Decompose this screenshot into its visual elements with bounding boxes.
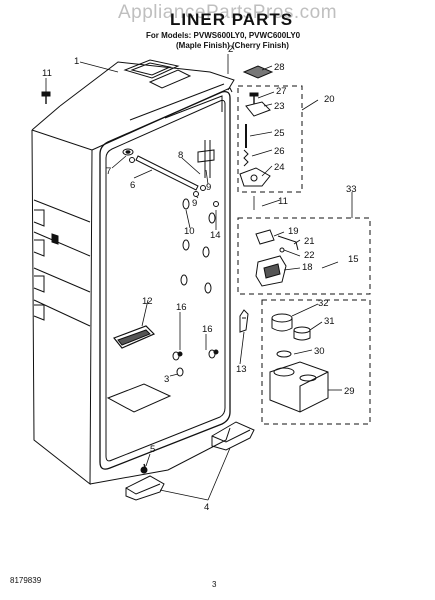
callout-16b: 16 [202, 324, 213, 335]
callout-19: 19 [288, 226, 299, 237]
callout-33: 33 [346, 184, 357, 195]
assembly-33-box [237, 217, 371, 425]
models-line: For Models: PVWS600LY0, PVWC600LY0 [146, 31, 301, 40]
callout-11b: 11 [278, 196, 288, 207]
callout-20: 20 [324, 94, 335, 105]
bracket-4-left [125, 475, 165, 501]
callout-16a: 16 [176, 302, 187, 313]
page-number: 3 [212, 580, 217, 589]
watermark: AppliancePartsPros.com [118, 2, 338, 23]
callout-31: 31 [324, 316, 335, 327]
leader-lines [45, 54, 353, 501]
screw-11-icon [41, 91, 51, 104]
callout-23: 23 [274, 101, 285, 112]
document-number: 8179839 [10, 576, 42, 585]
callout-5: 5 [150, 444, 155, 455]
assembly-20-box [237, 65, 303, 193]
callout-9a: 9 [206, 182, 211, 193]
callout-11a: 11 [42, 68, 52, 79]
callout-9b: 9 [192, 198, 197, 209]
callout-29: 29 [344, 386, 355, 397]
callout-3: 3 [164, 374, 169, 385]
callout-1: 1 [74, 56, 79, 67]
bracket-13-icon [239, 309, 249, 333]
callout-2: 2 [228, 44, 233, 55]
callout-25: 25 [274, 128, 285, 139]
callout-13: 13 [236, 364, 247, 375]
callout-7: 7 [106, 166, 111, 177]
liner-cabinet [31, 59, 235, 486]
callout-24: 24 [274, 162, 285, 173]
callout-8: 8 [178, 150, 183, 161]
callout-18: 18 [302, 262, 313, 273]
callout-30: 30 [314, 346, 325, 357]
bracket-4-right [211, 421, 255, 451]
callout-32: 32 [318, 298, 329, 309]
callout-15: 15 [348, 254, 359, 265]
callout-21: 21 [304, 236, 315, 247]
callout-4: 4 [204, 502, 209, 513]
page-title: LINER PARTS [170, 10, 294, 29]
callout-12: 12 [142, 296, 153, 307]
callout-26: 26 [274, 146, 285, 157]
screw-5-icon [140, 463, 148, 474]
callout-6: 6 [130, 180, 135, 191]
callout-14: 14 [210, 230, 221, 241]
callout-28: 28 [274, 62, 285, 73]
callout-22: 22 [304, 250, 315, 261]
callout-27: 27 [276, 86, 287, 97]
callout-10: 10 [184, 226, 195, 237]
finish-line: (Maple Finish) (Cherry Finish) [176, 41, 289, 50]
callout-labels: 1 2 3 4 5 6 7 8 9 9 10 11 11 12 13 14 15… [42, 44, 359, 513]
